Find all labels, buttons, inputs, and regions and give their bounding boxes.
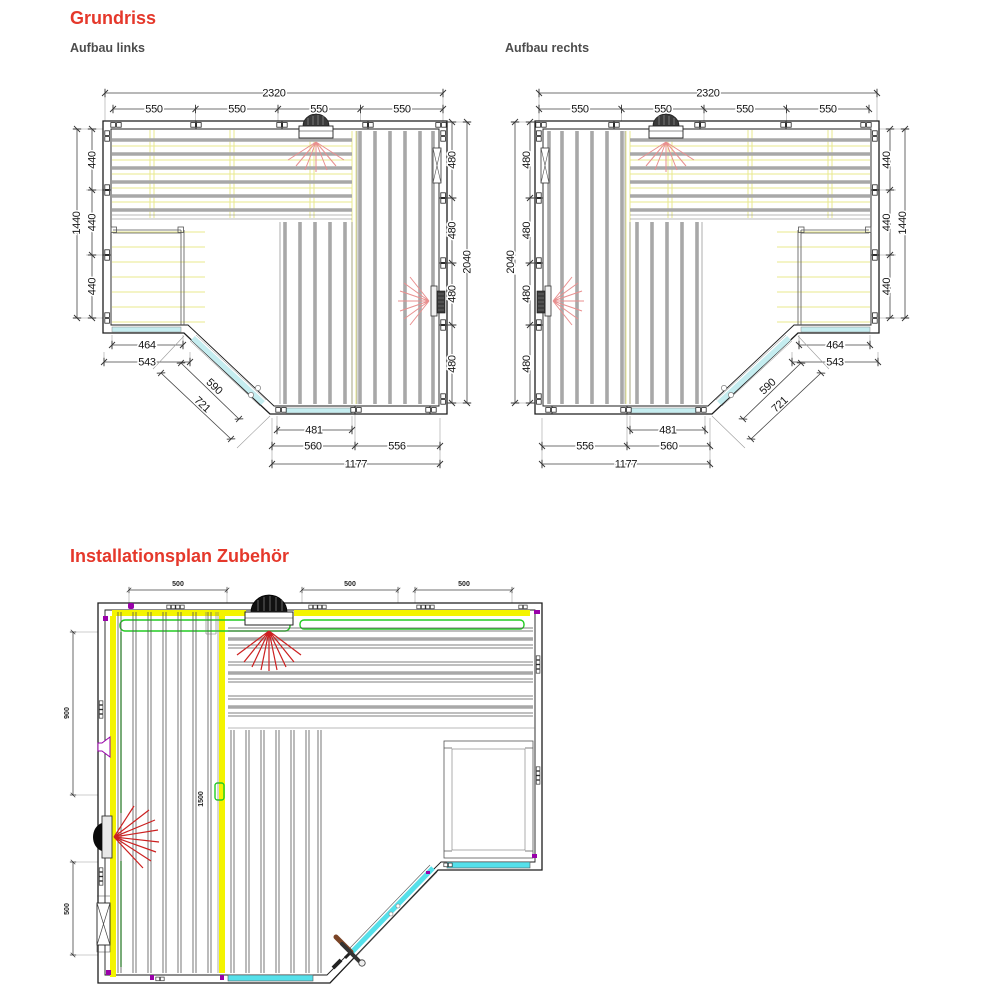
dim-label: 440 xyxy=(87,151,99,169)
subtitle-aufbau-links: Aufbau links xyxy=(70,41,146,55)
dim-label: 721 xyxy=(192,394,213,415)
dim-label: 550 xyxy=(393,104,411,116)
installation-plan: 500 500 500 900 500 1500 xyxy=(63,580,543,984)
dim-label: 480 xyxy=(447,355,459,373)
dim-label: 480 xyxy=(447,222,459,240)
bench xyxy=(110,226,185,325)
dim-label: 480 xyxy=(521,285,533,303)
dim-label: 550 xyxy=(654,104,672,116)
speaker-icon xyxy=(97,736,111,758)
dim-label: 550 xyxy=(736,104,754,116)
dim-label: 590 xyxy=(757,376,778,397)
dim-label: 480 xyxy=(521,355,533,373)
planks-horizontal-top xyxy=(228,627,533,717)
dim-label: 560 xyxy=(304,441,322,453)
dim-label: 500 xyxy=(458,581,470,588)
dim-label: 464 xyxy=(826,340,844,352)
floor-plan-right-geometry xyxy=(511,89,909,468)
dimensions-aufbau-rechts: 2320 550 550 550 550 2040 480 480 480 48… xyxy=(504,86,911,472)
dim-label: 590 xyxy=(204,376,225,397)
dim-label: 440 xyxy=(87,214,99,232)
dim-label: 550 xyxy=(145,104,163,116)
led-strip-yellow xyxy=(110,610,530,977)
dim-left-total: 1440 xyxy=(71,211,83,234)
dim-label: 440 xyxy=(881,151,893,169)
dim-label: 500 xyxy=(172,581,184,588)
glass-door xyxy=(111,326,353,414)
ventilation-fan-icon xyxy=(236,594,302,671)
dim-led-strip-length: 1500 xyxy=(198,791,205,807)
grid-lines xyxy=(112,130,357,404)
planks-vertical-middle xyxy=(230,730,322,973)
dim-right-total: 2040 xyxy=(462,250,474,273)
planks-vertical-right xyxy=(358,131,435,404)
dim-total-width: 2320 xyxy=(696,88,719,100)
planks-vertical-left xyxy=(117,612,212,973)
dim-label: 556 xyxy=(576,441,594,453)
bench xyxy=(443,740,534,859)
dim-label: 543 xyxy=(826,357,844,369)
dim-label: 556 xyxy=(388,441,406,453)
floor-plan-left-geometry xyxy=(72,88,472,469)
dim-label: 480 xyxy=(521,222,533,240)
sauna-outer-wall xyxy=(102,120,448,415)
air-vent-icon xyxy=(432,147,442,184)
dim-label: 550 xyxy=(310,104,328,116)
dim-label: 500 xyxy=(344,581,356,588)
heater-icon xyxy=(398,276,446,326)
air-vent-icon xyxy=(96,895,111,953)
dim-label: 480 xyxy=(521,151,533,169)
dim-total-width: 2320 xyxy=(262,88,285,100)
dim-label: 1177 xyxy=(345,459,368,471)
install-plan-title: Installationsplan Zubehör xyxy=(70,546,290,566)
dim-label: 550 xyxy=(819,104,837,116)
dim-label: 440 xyxy=(87,278,99,296)
dim-label: 481 xyxy=(305,425,323,437)
dim-label: 550 xyxy=(228,104,246,116)
dim-label: 480 xyxy=(447,285,459,303)
dim-label: 440 xyxy=(881,214,893,232)
sauna-inner-wall xyxy=(110,128,440,407)
sauna-outer-wall xyxy=(97,602,543,984)
dim-right-total: 1440 xyxy=(897,211,909,234)
dim-label: 900 xyxy=(64,707,71,719)
dim-label: 464 xyxy=(138,340,156,352)
dim-label: 440 xyxy=(881,278,893,296)
dim-label: 543 xyxy=(138,357,156,369)
connector-purple xyxy=(103,603,540,980)
dim-label: 500 xyxy=(64,903,71,915)
dim-label: 721 xyxy=(769,394,790,415)
dim-left-total: 2040 xyxy=(505,250,517,273)
dimensions-aufbau-links: 2320 550 550 550 550 1440 440 440 440 20… xyxy=(70,86,476,472)
planks-vertical-center xyxy=(283,222,347,404)
dim-label: 560 xyxy=(660,441,678,453)
dim-label: 550 xyxy=(571,104,589,116)
door-handle-icon xyxy=(333,934,366,967)
dim-label: 1177 xyxy=(615,459,638,471)
dim-label: 481 xyxy=(659,425,677,437)
ceiling-planks-horizontal xyxy=(112,138,352,212)
ventilation-fan-icon xyxy=(287,113,345,172)
heater-icon xyxy=(93,805,160,869)
dim-label: 480 xyxy=(447,151,459,169)
subtitle-aufbau-rechts: Aufbau rechts xyxy=(505,41,590,55)
page-title: Grundriss xyxy=(70,8,157,28)
